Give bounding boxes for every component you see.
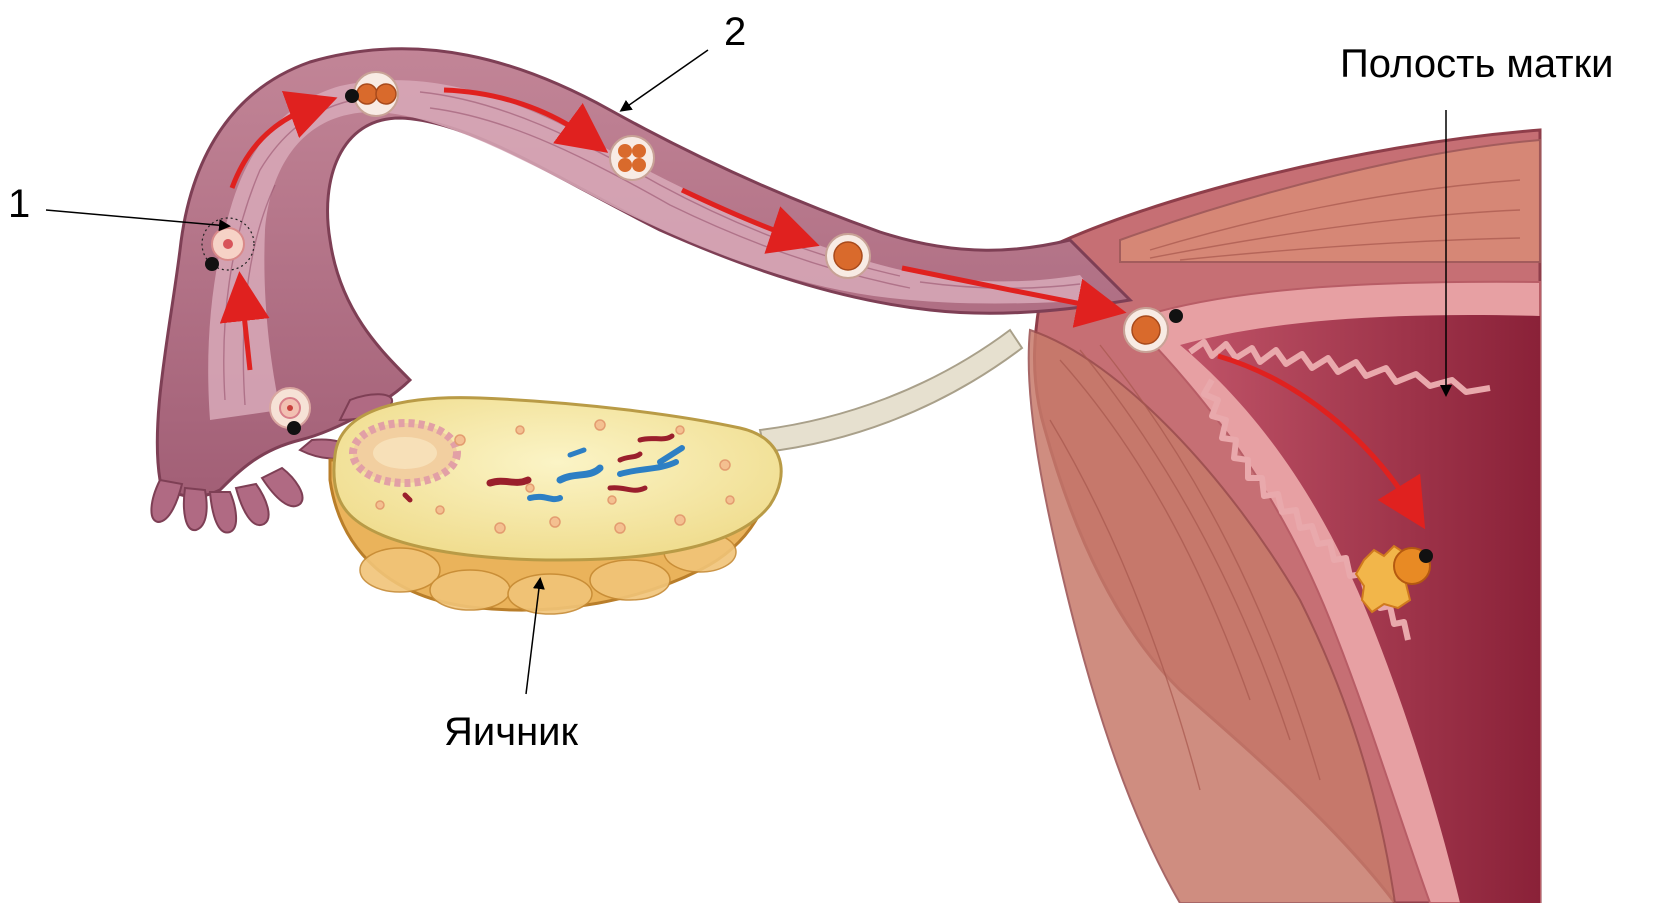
- sperm-head-icon: [345, 89, 359, 103]
- sperm-head-icon: [205, 257, 219, 271]
- label-2: 2: [724, 12, 746, 52]
- corpus-luteum: [353, 423, 457, 483]
- sperm-head-icon: [1419, 549, 1433, 563]
- ovarian-ligament: [760, 330, 1022, 452]
- label-ovary: Яичник: [444, 712, 578, 752]
- leader-line-2: [622, 50, 708, 110]
- embryo-icon: [610, 136, 654, 180]
- sperm-head-icon: [1169, 309, 1183, 323]
- uterus: [1029, 130, 1540, 903]
- label-uterine-cavity: Полость матки: [1340, 44, 1613, 84]
- label-1: 1: [8, 184, 30, 224]
- sperm-head-icon: [287, 421, 301, 435]
- embryo-icon: [826, 234, 870, 278]
- ovary: [330, 398, 781, 614]
